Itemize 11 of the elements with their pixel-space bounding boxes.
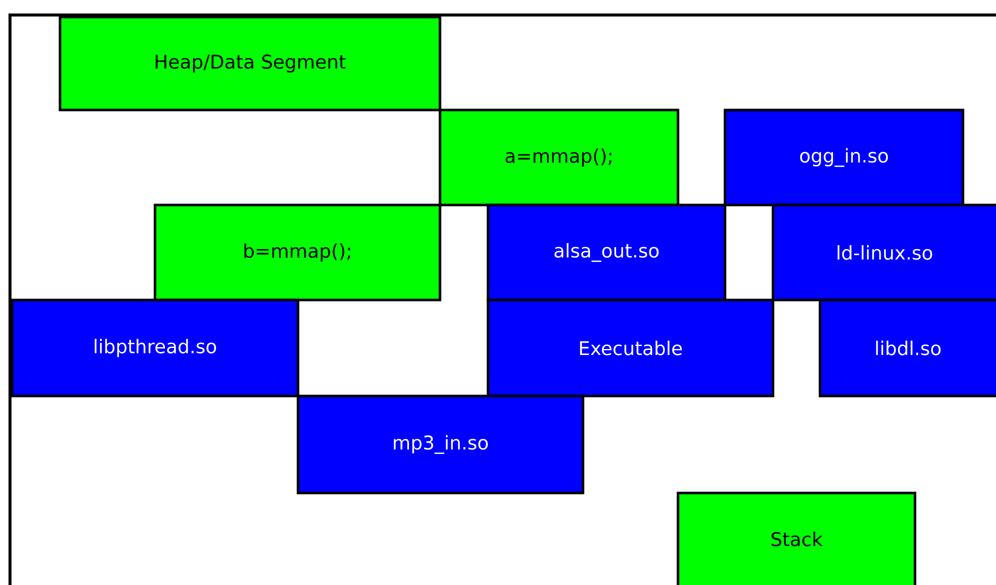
memory-segment-box: b=mmap(); bbox=[154, 204, 442, 302]
memory-segment-box: ld-linux.so bbox=[772, 204, 996, 302]
memory-segment-box: mp3_in.so bbox=[296, 394, 584, 494]
memory-segment-box: Executable bbox=[486, 298, 774, 398]
memory-segment-box: Heap/Data Segment bbox=[58, 16, 442, 112]
memory-segment-box: ogg_in.so bbox=[724, 108, 964, 206]
memory-segment-box: libdl.so bbox=[818, 298, 996, 398]
memory-segment-box: libpthread.so bbox=[10, 298, 300, 398]
memory-segment-box: a=mmap(); bbox=[438, 108, 680, 206]
memory-segment-box: Stack bbox=[676, 492, 916, 585]
memory-segment-box: alsa_out.so bbox=[486, 204, 726, 302]
